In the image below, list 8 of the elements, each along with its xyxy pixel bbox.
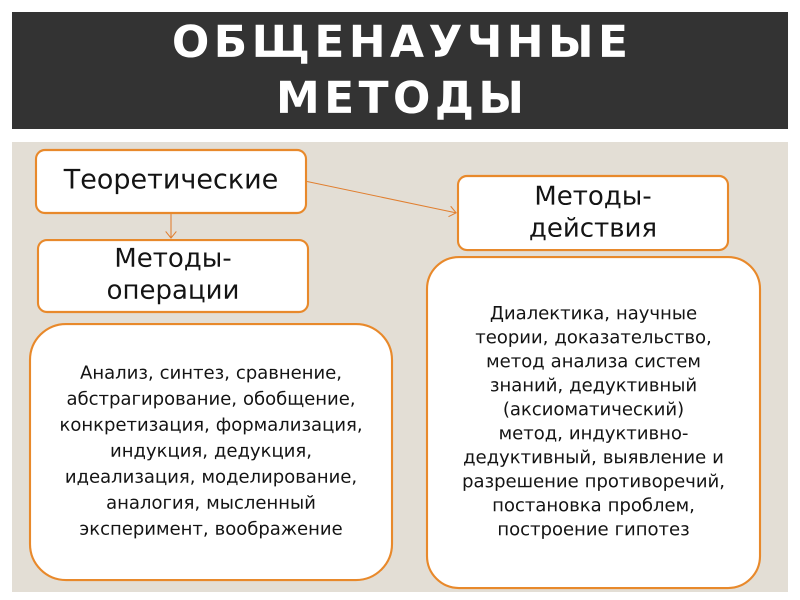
category-box: Теоретические	[34, 148, 308, 214]
list-box: Диалектика, научные теории, доказательство, метод анализа систем знаний, дедуктивный (аксиоматический) метод, индуктивно-дедуктивный, выявление и разрешение противоречий, постановка проблем, построение гипотез	[426, 256, 762, 590]
category-box: Методы-действия	[456, 174, 730, 252]
list-box: Анализ, синтез, сравнение, абстрагирование, обобщение, конкретизация, формализация, индукция, дедукция, идеализация, моделирование, аналогия, мысленный эксперимент, воображение	[28, 322, 394, 582]
category-box: Методы-операции	[36, 238, 310, 314]
arrow	[165, 214, 177, 239]
arrow	[306, 180, 457, 218]
title: ОБЩЕНАУЧНЫЕ МЕТОДЫ	[174, 24, 625, 120]
